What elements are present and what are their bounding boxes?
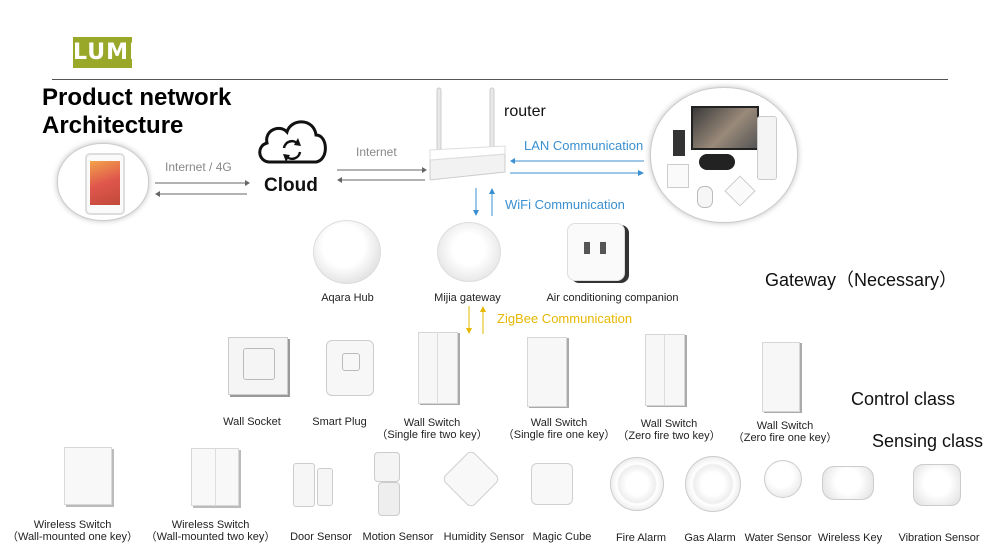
sensing-label-line2: （Wall-mounted two key）	[145, 531, 276, 543]
wireless-switch-one-key-image	[64, 447, 112, 505]
sensing-label-humidity-sensor: Humidity Sensor	[443, 531, 525, 543]
sensing-label-line1: Wireless Switch	[33, 519, 112, 531]
tv-box-icon	[699, 154, 735, 170]
fire-alarm-image	[610, 457, 664, 511]
smart-plug-image	[326, 340, 374, 396]
control-label-line2: （Single fire one key）	[502, 429, 616, 441]
door-sensor-magnet-image	[317, 468, 333, 506]
wall-switch-sf2-image	[418, 332, 458, 404]
control-label-wall-switch-sf1: Wall Switch （Single fire one key）	[499, 417, 619, 441]
header-divider	[52, 79, 948, 80]
sensing-label-door-sensor: Door Sensor	[290, 531, 352, 543]
wifi-arrows	[473, 188, 495, 216]
sensing-label-wireless-switch-two: Wireless Switch （Wall-mounted two key）	[143, 519, 278, 543]
sensing-label-fire-alarm: Fire Alarm	[615, 532, 667, 544]
cube-icon	[724, 175, 756, 207]
motion-sensor-image	[372, 452, 400, 516]
wireless-key-image	[822, 466, 874, 500]
sensing-label-magic-cube: Magic Cube	[532, 531, 592, 543]
control-label-line1: Wall Socket	[223, 416, 281, 428]
control-label-line2: （Single fire two key）	[376, 429, 488, 441]
title-line-1: Product network	[42, 84, 232, 111]
wall-switch-zf2-image	[645, 334, 685, 406]
control-label-wall-socket: Wall Socket	[212, 416, 292, 428]
control-label-line2: （Zero fire two key）	[617, 430, 721, 442]
humidity-sensor-image	[441, 449, 501, 509]
camera-icon	[697, 186, 713, 208]
zigbee-arrows	[466, 306, 486, 334]
control-label-smart-plug: Smart Plug	[302, 416, 377, 428]
cloud-icon	[258, 120, 327, 164]
sensing-label-wireless-switch-one: Wireless Switch （Wall-mounted one key）	[5, 519, 140, 543]
aqara-hub-image	[313, 220, 381, 284]
ac-companion-image	[567, 223, 625, 281]
plug-icon	[667, 164, 689, 188]
gas-alarm-image	[685, 456, 741, 512]
home-appliances-circle	[650, 87, 798, 223]
control-label-line1: Wall Switch	[530, 417, 588, 429]
magic-cube-image	[531, 463, 573, 505]
router-label: router	[504, 103, 546, 120]
control-label-wall-switch-sf2: Wall Switch （Single fire two key）	[372, 417, 492, 441]
page-title: Product network Architecture	[42, 84, 231, 140]
sensing-class-label: Sensing class	[872, 431, 984, 451]
wireless-switch-two-key-image	[191, 448, 239, 506]
wall-switch-zf1-image	[762, 342, 800, 412]
control-label-line1: Smart Plug	[312, 416, 367, 428]
phone-icon	[85, 153, 125, 215]
door-sensor-image	[293, 463, 315, 507]
wall-socket-image	[228, 337, 288, 395]
control-label-line1: Wall Switch	[403, 417, 461, 429]
speaker-icon	[673, 130, 685, 156]
water-sensor-image	[764, 460, 802, 498]
sensing-label-line2: （Wall-mounted one key）	[6, 531, 139, 543]
air-purifier-icon	[757, 116, 777, 180]
gateway-label-aqara-hub: Aqara Hub	[321, 292, 374, 304]
lan-label: LAN Communication	[524, 138, 644, 153]
internet-label: Internet	[356, 145, 397, 159]
cloud-label: Cloud	[264, 175, 318, 196]
gateway-label-ac-companion: Air conditioning companion	[546, 292, 679, 304]
sensing-label-motion-sensor: Motion Sensor	[362, 531, 434, 543]
tv-icon	[691, 106, 759, 150]
sensing-label-vibration-sensor: Vibration Sensor	[898, 532, 980, 544]
wifi-label: WiFi Communication	[505, 197, 625, 212]
sensing-label-line1: Wireless Switch	[171, 519, 250, 531]
title-line-2: Architecture	[42, 112, 184, 139]
control-label-line1: Wall Switch	[756, 420, 814, 432]
control-label-line1: Wall Switch	[640, 418, 698, 430]
internet-4g-label: Internet / 4G	[165, 160, 232, 174]
wall-switch-sf1-image	[527, 337, 567, 407]
vibration-sensor-image	[913, 464, 961, 506]
lumi-logo: LUMI	[73, 37, 137, 68]
sensing-label-water-sensor: Water Sensor	[744, 532, 812, 544]
gateway-class-label: Gateway（Necessary）	[765, 270, 958, 290]
sensing-label-gas-alarm: Gas Alarm	[684, 532, 736, 544]
control-class-label: Control class	[851, 389, 956, 409]
zigbee-label: ZigBee Communication	[497, 311, 633, 326]
control-label-line2: （Zero fire one key）	[732, 432, 838, 444]
lan-arrows	[510, 158, 644, 176]
control-label-wall-switch-zf1: Wall Switch （Zero fire one key）	[725, 420, 845, 444]
cloud-router-arrows	[337, 167, 427, 183]
control-label-wall-switch-zf2: Wall Switch （Zero fire two key）	[609, 418, 729, 442]
phone-circle	[57, 143, 149, 221]
sensing-label-wireless-key: Wireless Key	[817, 532, 883, 544]
phone-cloud-arrows	[155, 180, 250, 197]
mijia-gateway-image	[437, 222, 501, 282]
router-icon	[429, 87, 506, 181]
gateway-label-mijia: Mijia gateway	[434, 292, 501, 304]
